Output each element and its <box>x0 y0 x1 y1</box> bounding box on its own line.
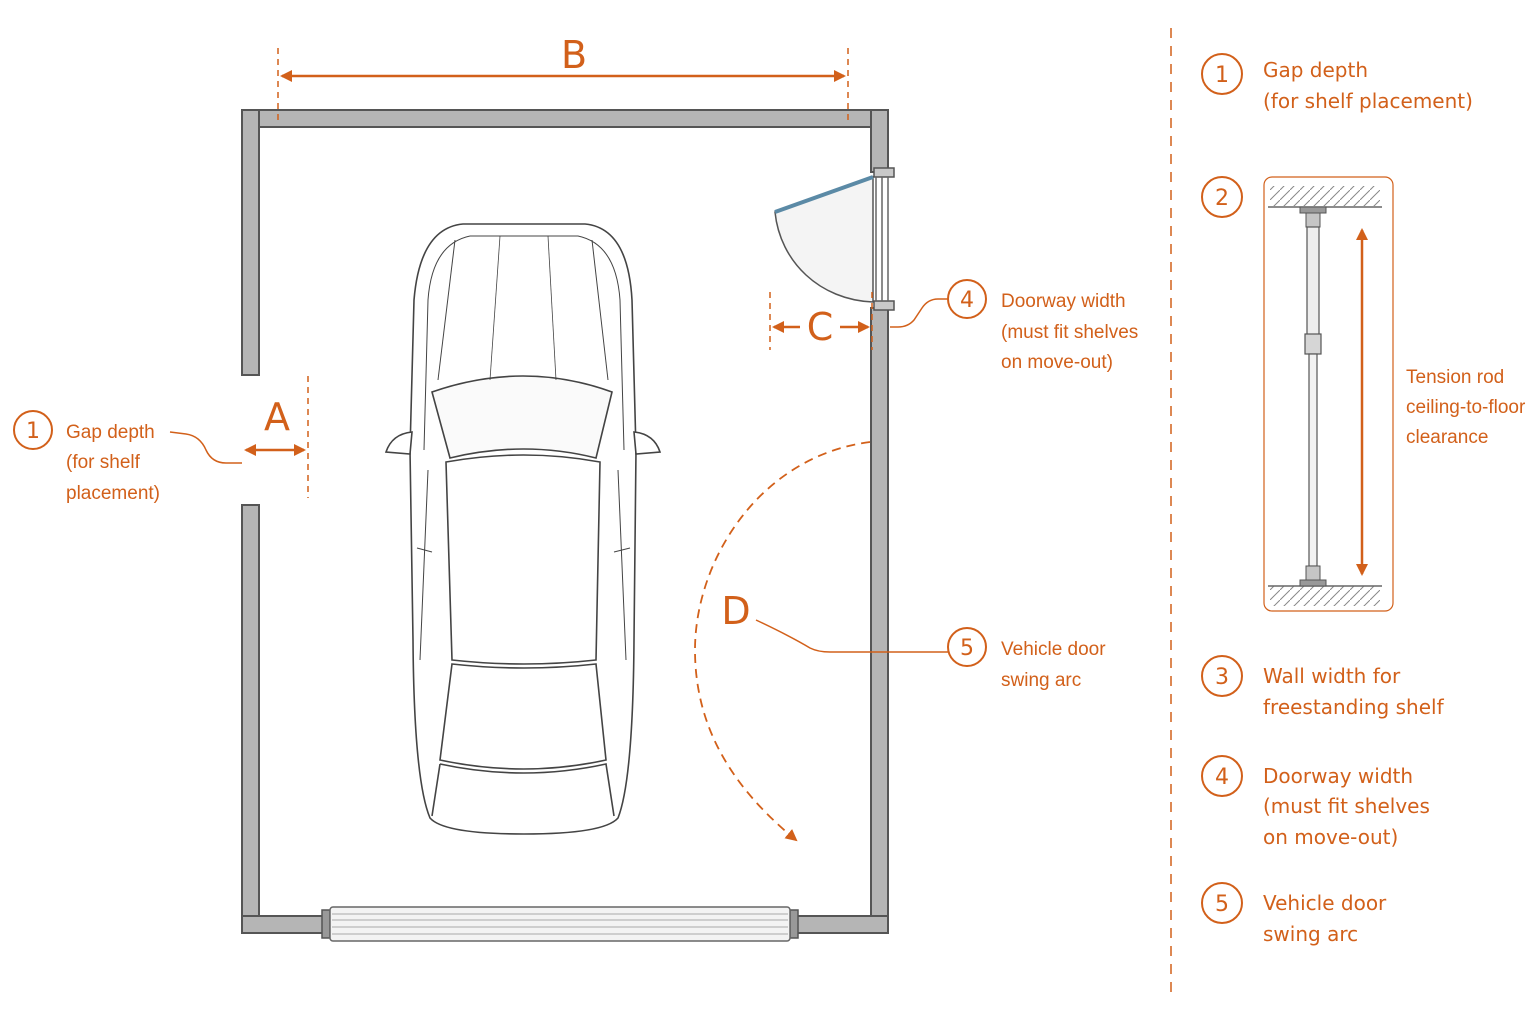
garage-roll-door <box>321 906 799 942</box>
dimension-letter-b: B <box>561 33 587 77</box>
legend-item-4-line1: Doorway width <box>1263 764 1413 788</box>
dimension-c <box>769 292 873 350</box>
dimension-letter-c: C <box>807 305 834 349</box>
legend-item-1-number: 1 <box>1215 63 1229 88</box>
callout-1-line2: (for shelf <box>66 452 141 473</box>
legend-item-3: 3 Wall width for freestanding shelf <box>1201 655 1445 719</box>
legend-item-2: 2 <box>1201 176 1243 218</box>
callout-4-number: 4 <box>960 288 974 313</box>
callout-5-line2: swing arc <box>1001 670 1081 691</box>
callout-4: 4 Doorway width (must fit shelves on mov… <box>890 279 1138 373</box>
legend-item-4-line3: on move-out) <box>1263 825 1398 849</box>
callout-4-line2: (must fit shelves <box>1001 322 1138 343</box>
dimension-b <box>277 48 849 124</box>
callout-5: 5 Vehicle door swing arc <box>755 619 1106 691</box>
legend-item-4: 4 Doorway width (must fit shelves on mov… <box>1201 755 1430 849</box>
side-door <box>774 167 895 311</box>
callout-1-line1: Gap depth <box>66 422 155 443</box>
door-swing-arc-d <box>694 441 871 842</box>
legend-item-1-line2: (for shelf placement) <box>1263 89 1473 113</box>
tension-rod-label-line1: Tension rod <box>1406 367 1504 388</box>
dimension-letter-a: A <box>264 395 290 439</box>
dimension-letter-d: D <box>721 589 750 633</box>
legend-item-5: 5 Vehicle door swing arc <box>1201 882 1387 946</box>
legend-item-1-line1: Gap depth <box>1263 58 1368 82</box>
legend-item-2-number: 2 <box>1215 186 1229 211</box>
callout-5-number: 5 <box>960 636 974 661</box>
legend-item-5-number: 5 <box>1215 892 1229 917</box>
callout-4-line3: on move-out) <box>1001 352 1113 373</box>
legend-item-5-line1: Vehicle door <box>1263 891 1387 915</box>
tension-rod-label-line3: clearance <box>1406 427 1488 448</box>
legend-item-5-line2: swing arc <box>1263 922 1358 946</box>
legend-item-4-line2: (must fit shelves <box>1263 794 1430 818</box>
legend-item-4-number: 4 <box>1215 765 1229 790</box>
garage-walls <box>241 109 889 934</box>
callout-1-number: 1 <box>26 419 40 444</box>
tension-rod-illustration <box>1263 176 1394 612</box>
dimension-a <box>244 376 309 498</box>
legend-item-3-line1: Wall width for <box>1263 664 1401 688</box>
legend-item-3-line2: freestanding shelf <box>1263 695 1445 719</box>
car-top-view <box>384 223 662 835</box>
legend-item-1: 1 Gap depth (for shelf placement) <box>1201 53 1473 113</box>
legend: 1 Gap depth (for shelf placement) 2 Tens… <box>1201 53 1526 946</box>
callout-4-line1: Doorway width <box>1001 291 1126 312</box>
tension-rod-label-line2: ceiling-to-floor <box>1406 397 1526 418</box>
callout-1-line3: placement) <box>66 483 160 504</box>
callout-5-line1: Vehicle door <box>1001 639 1106 660</box>
legend-item-3-number: 3 <box>1215 665 1229 690</box>
callout-1: 1 Gap depth (for shelf placement) <box>13 410 242 504</box>
